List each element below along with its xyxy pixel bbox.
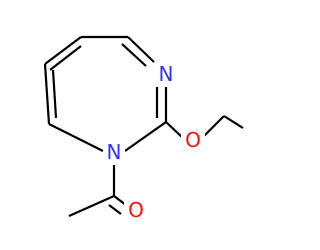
atom-o-ether: O <box>185 128 201 152</box>
bond-c5-c6 <box>44 36 82 65</box>
atom-o-carbonyl: O <box>128 198 144 222</box>
molecule-drawing: N N O O <box>43 35 244 222</box>
bond-c7-n1-double <box>121 43 147 67</box>
bond-ch2-ch3 <box>223 115 244 129</box>
bonds <box>43 35 244 218</box>
bond-c4-c5 <box>43 63 51 125</box>
bond-carbonyl-methyl <box>68 194 115 218</box>
label-bg-o-ether <box>181 128 205 152</box>
label-bg-n-imine <box>155 62 177 86</box>
label-bg-n-ring <box>103 140 125 164</box>
label-bg-o-carbonyl <box>124 198 148 222</box>
bond-c2-n3 <box>124 121 167 152</box>
atom-n-imine: N <box>159 62 174 86</box>
bond-c7-n1 <box>127 36 155 63</box>
atom-labels: N N O O <box>103 62 205 222</box>
atom-n-ring: N <box>107 140 122 164</box>
bond-c4-c5-double <box>51 69 58 119</box>
structure-canvas: N N O O <box>43 35 244 222</box>
bond-n3-c4 <box>48 123 104 152</box>
bond-c5-c6-double <box>49 45 82 71</box>
bond-carbonyl-o-double <box>108 204 122 215</box>
